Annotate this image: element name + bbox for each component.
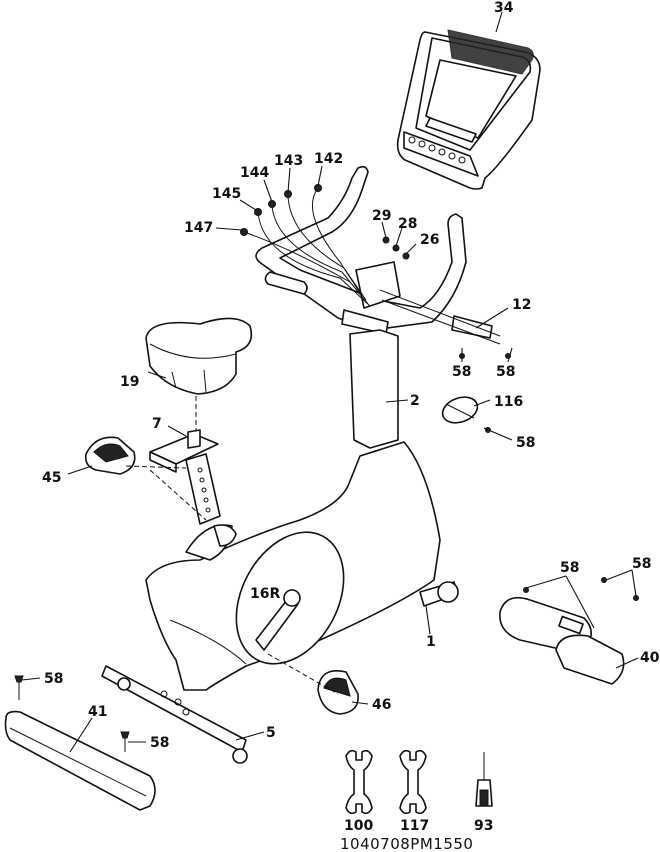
label-116: 116 — [494, 394, 523, 410]
handlebar-part — [256, 167, 500, 344]
label-117: 117 — [400, 818, 429, 834]
wrench-100 — [346, 751, 372, 814]
label-26: 26 — [420, 232, 439, 248]
label-58-cover-left: 58 — [560, 560, 579, 576]
left-pedal-part — [86, 437, 135, 474]
label-143: 143 — [274, 153, 303, 169]
label-34: 34 — [494, 0, 514, 16]
label-144: 144 — [240, 165, 269, 181]
label-2: 2 — [410, 393, 420, 409]
part-labels: 34 142 143 144 145 147 29 28 26 12 58 58… — [42, 0, 660, 852]
drawing-code: 1040708PM1550 — [340, 835, 473, 852]
wrench-117 — [400, 751, 426, 814]
label-19: 19 — [120, 374, 139, 390]
console-part — [398, 30, 540, 189]
cover-right-part — [500, 598, 624, 684]
label-147: 147 — [184, 220, 213, 236]
sensor-part — [439, 393, 481, 428]
label-142: 142 — [314, 151, 343, 167]
cover-left-part — [6, 712, 156, 810]
label-5: 5 — [266, 725, 276, 741]
label-12: 12 — [512, 297, 531, 313]
label-58-base-top: 58 — [44, 671, 63, 687]
label-58-base-bottom: 58 — [150, 735, 169, 751]
label-16: 16R — [250, 586, 280, 602]
rear-stabilizer-part — [102, 666, 247, 763]
label-41: 41 — [88, 704, 107, 720]
label-7: 7 — [152, 416, 162, 432]
screwdriver-93 — [476, 752, 492, 806]
label-58-cover-right: 58 — [632, 556, 651, 572]
label-28: 28 — [398, 216, 417, 232]
label-45: 45 — [42, 470, 61, 486]
label-58-handle-left: 58 — [452, 364, 471, 380]
label-58-handle-right: 58 — [496, 364, 515, 380]
label-46: 46 — [372, 697, 391, 713]
label-58-sensor: 58 — [516, 435, 535, 451]
label-93: 93 — [474, 818, 493, 834]
label-145: 145 — [212, 186, 241, 202]
label-29: 29 — [372, 208, 391, 224]
seat-part — [146, 318, 251, 394]
right-pedal-part — [318, 671, 358, 714]
seat-slider-part — [150, 430, 220, 524]
label-40: 40 — [640, 650, 660, 666]
label-1: 1 — [426, 634, 436, 650]
label-100: 100 — [344, 818, 373, 834]
